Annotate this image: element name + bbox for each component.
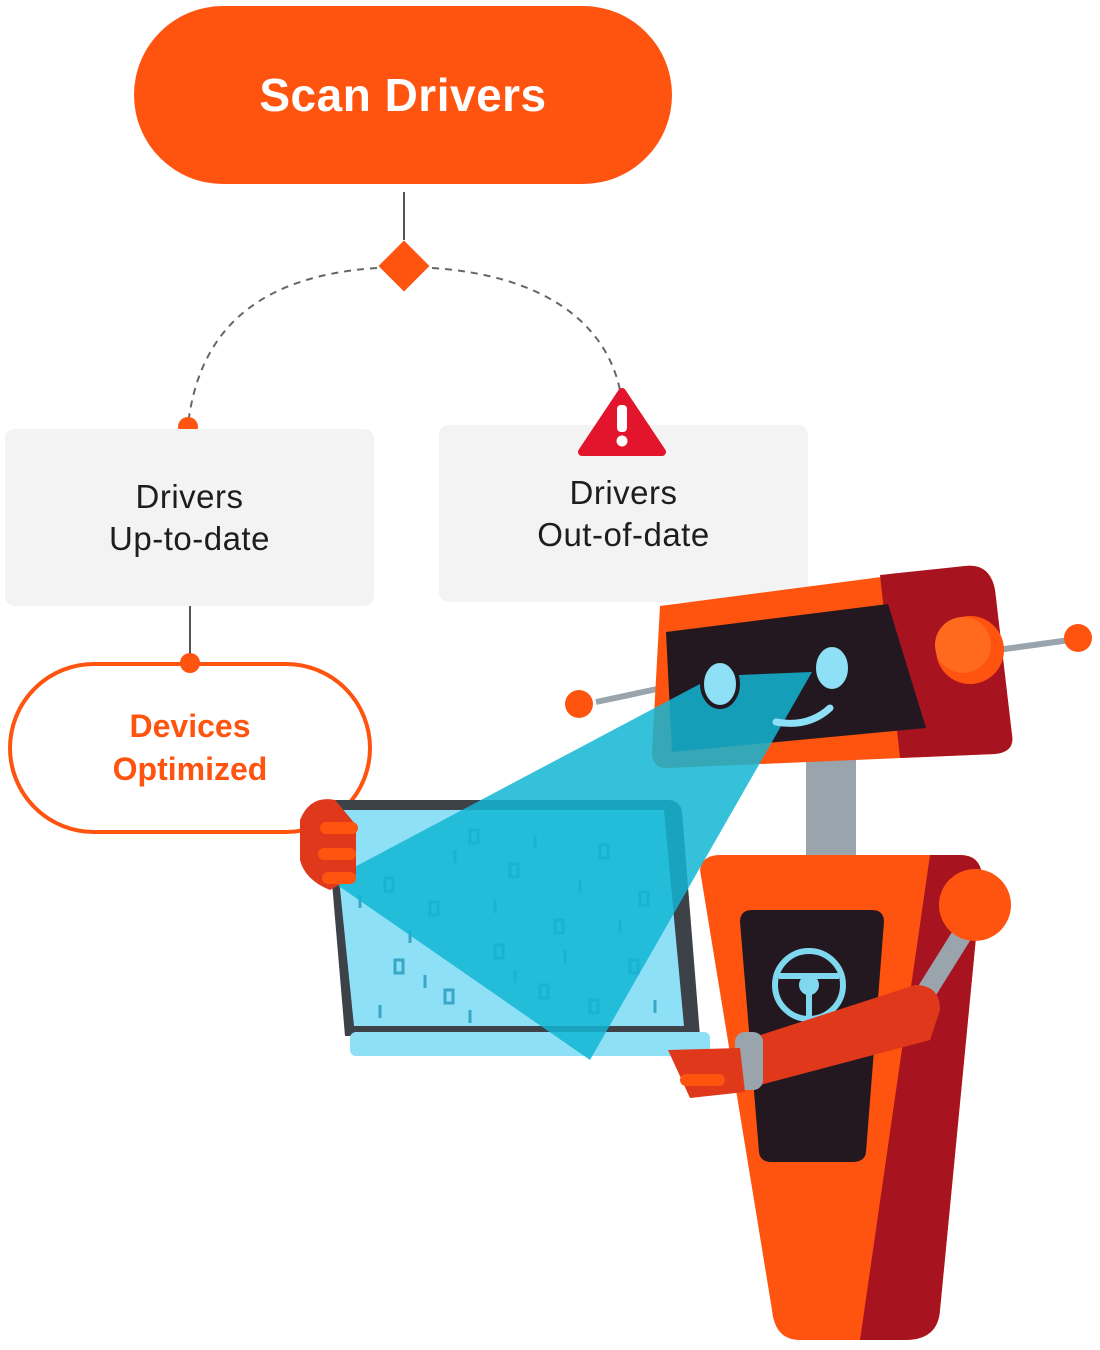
optimized-line1: Devices xyxy=(129,708,251,744)
up-to-date-line1: Drivers xyxy=(135,477,244,515)
warning-triangle-icon xyxy=(578,388,666,456)
antenna-left-ball xyxy=(565,690,593,718)
robot-forearm xyxy=(745,985,940,1085)
steering-wheel-icon xyxy=(772,948,846,1022)
antenna-left xyxy=(595,685,663,705)
out-of-date-line2: Out-of-date xyxy=(537,515,710,553)
out-of-date-line1: Drivers xyxy=(569,473,678,511)
antenna-right-ball xyxy=(1064,624,1092,652)
laptop-base xyxy=(350,1032,710,1056)
robot-eye-left xyxy=(700,659,740,709)
optimized-line2: Optimized xyxy=(112,751,268,787)
robot-illustration xyxy=(300,565,1092,1340)
robot-mouth xyxy=(772,704,834,727)
scan-drivers-node: Scan Drivers xyxy=(134,6,672,184)
connector-dot-bottom xyxy=(180,653,200,673)
drivers-up-to-date-box: Drivers Up-to-date xyxy=(5,429,374,606)
up-to-date-line2: Up-to-date xyxy=(109,519,270,557)
robot-eye-right xyxy=(812,643,852,693)
scan-drivers-label: Scan Drivers xyxy=(259,69,547,121)
scan-beam xyxy=(330,672,812,1060)
connector-out-of-date xyxy=(431,267,621,391)
robot-shoulder xyxy=(939,869,1011,941)
robot-left-hand xyxy=(300,799,356,890)
robot-right-hand xyxy=(668,1048,745,1098)
connector-up-to-date xyxy=(187,267,378,426)
